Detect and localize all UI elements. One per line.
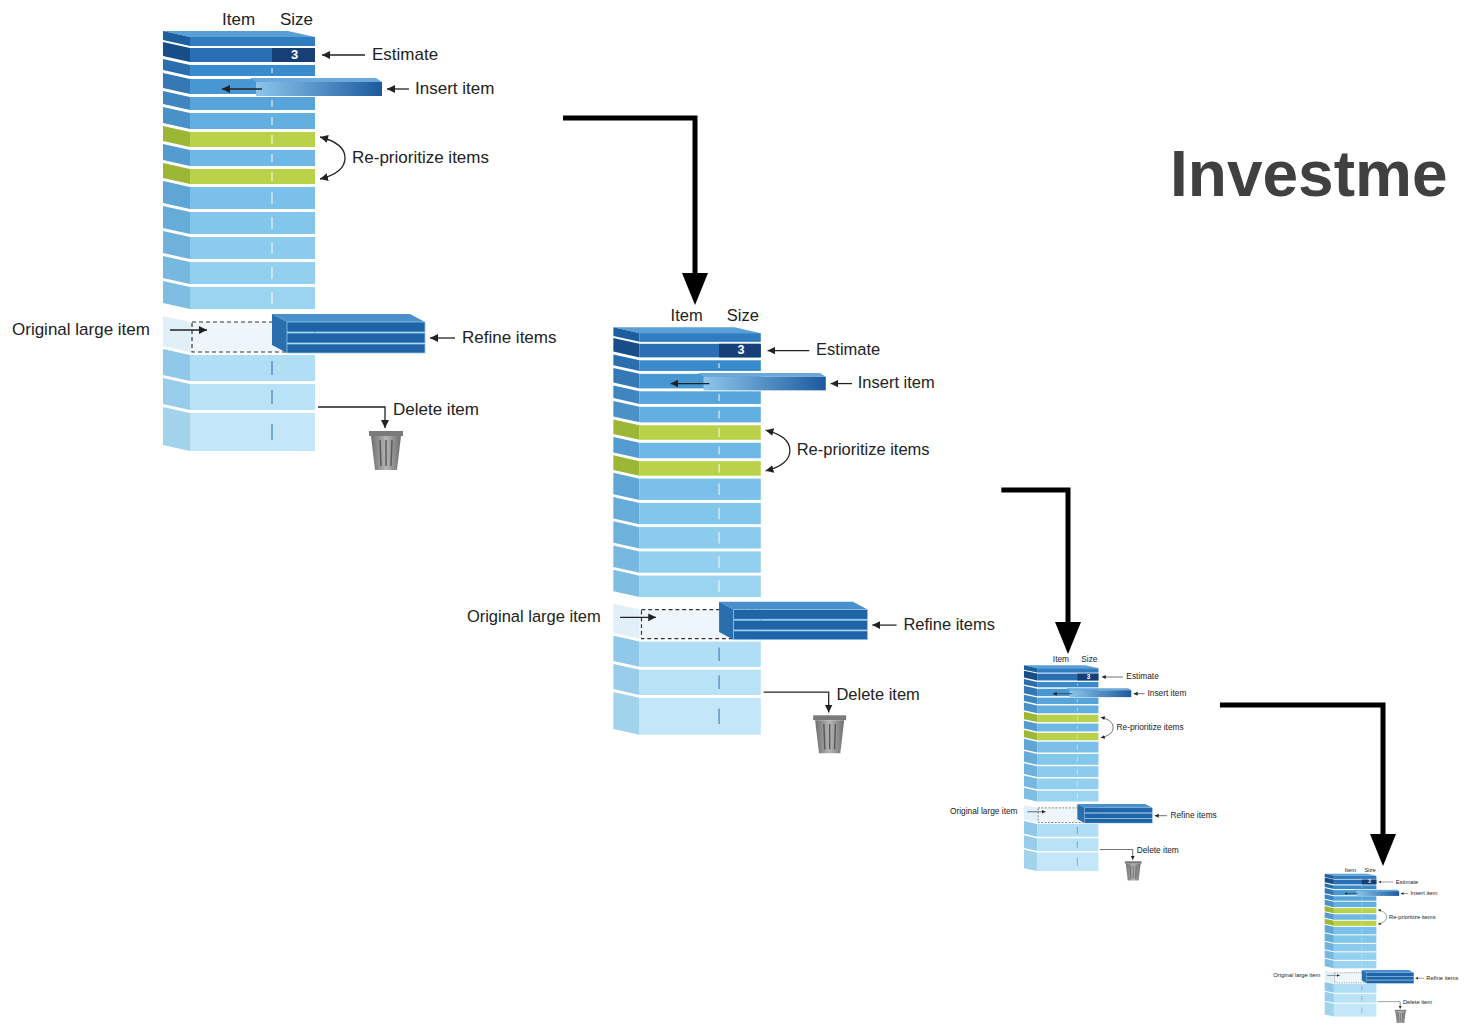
callout-label: Original large item — [1273, 972, 1320, 979]
callout-label: Insert item — [1147, 689, 1186, 699]
backlog-stack: Item Size 3 EstimateInsert itemRe-prioritiz… — [948, 654, 1220, 884]
flow-arrow — [1220, 705, 1396, 866]
size-value: 3 — [1368, 880, 1370, 885]
stack-labels: Item Size 3 EstimateInsert itemRe-prioritiz… — [8, 8, 563, 478]
column-heading: Size — [1364, 867, 1375, 874]
column-heading: Item — [1053, 655, 1069, 665]
stack-labels: Item Size 3 EstimateInsert itemRe-prioritiz… — [463, 305, 1001, 761]
callout-label: Original large item — [467, 608, 601, 627]
backlog-stack: Item Size 3 EstimateInsert itemRe-prioritiz… — [8, 8, 563, 478]
callout-label: Re-prioritize items — [1389, 914, 1436, 921]
column-heading: Item — [222, 10, 255, 30]
callout-label: Re-prioritize items — [352, 148, 489, 168]
callout-label: Refine items — [903, 615, 995, 634]
callout-label: Delete item — [1403, 999, 1432, 1006]
page-title: Investme — [1170, 138, 1447, 210]
callout-label: Delete item — [393, 400, 479, 420]
backlog-stack: Item Size 3 EstimateInsert itemRe-prioritiz… — [1272, 866, 1461, 1026]
callout-label: Estimate — [1126, 672, 1158, 682]
column-heading: Size — [1081, 655, 1097, 665]
callout-label: Insert item — [415, 79, 494, 99]
stack-labels: Item Size 3 EstimateInsert itemRe-prioritiz… — [948, 654, 1220, 884]
stack-labels: Item Size 3 EstimateInsert itemRe-prioritiz… — [1272, 866, 1461, 1026]
column-heading: Item — [1345, 867, 1356, 874]
callout-label: Original large item — [12, 320, 150, 340]
size-value: 3 — [1087, 674, 1091, 681]
flow-arrow — [1001, 490, 1081, 654]
size-value: 3 — [738, 344, 745, 358]
flow-arrow — [563, 118, 708, 305]
callout-label: Refine items — [1426, 975, 1458, 982]
callout-label: Insert item — [858, 374, 935, 393]
callout-label: Re-prioritize items — [797, 441, 930, 460]
callout-label: Estimate — [372, 45, 438, 65]
column-heading: Size — [727, 307, 759, 326]
callout-label: Re-prioritize items — [1117, 723, 1184, 733]
callout-label: Delete item — [1137, 846, 1179, 856]
column-heading: Size — [280, 10, 313, 30]
backlog-stack: Item Size 3 EstimateInsert itemRe-prioritiz… — [463, 305, 1001, 761]
callout-label: Estimate — [816, 341, 880, 360]
callout-label: Delete item — [836, 685, 919, 704]
callout-label: Original large item — [950, 807, 1018, 817]
callout-label: Estimate — [1396, 879, 1418, 886]
callout-label: Refine items — [1170, 811, 1216, 821]
callout-label: Refine items — [462, 328, 556, 348]
size-value: 3 — [291, 48, 298, 62]
column-heading: Item — [671, 307, 703, 326]
callout-label: Insert item — [1410, 890, 1437, 897]
